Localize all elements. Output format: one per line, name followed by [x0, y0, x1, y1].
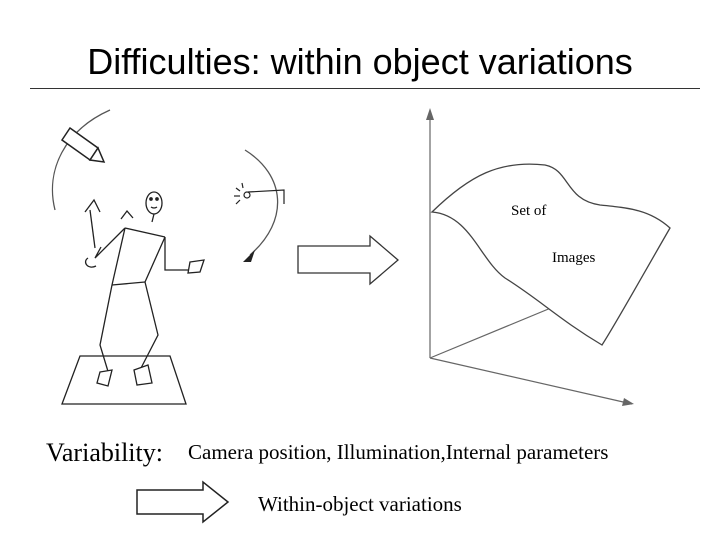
slide-title: Difficulties: within object variations [87, 41, 633, 82]
light-orbit-arrowhead [243, 250, 255, 262]
manifold-label-line1: Set of [511, 203, 546, 219]
conclusion-text: Within-object variations [258, 492, 462, 516]
light-orbit-arc [244, 149, 279, 256]
x-axis-arrowhead [622, 398, 634, 406]
stick-figure [84, 191, 205, 387]
y-axis-arrowhead [426, 108, 434, 120]
camera-icon [60, 126, 106, 163]
variability-factors: Camera position, Illumination,Internal p… [188, 440, 609, 464]
manifold-label-line2: Images [552, 250, 595, 266]
variability-label: Variability: [46, 438, 163, 467]
light-source-icon [234, 182, 285, 205]
transform-arrow [297, 234, 399, 286]
camera-orbit-arc [51, 109, 111, 211]
ground-plane [61, 355, 187, 405]
conclusion-arrow [136, 480, 230, 524]
image-manifold [430, 163, 671, 346]
title-divider [30, 88, 700, 89]
